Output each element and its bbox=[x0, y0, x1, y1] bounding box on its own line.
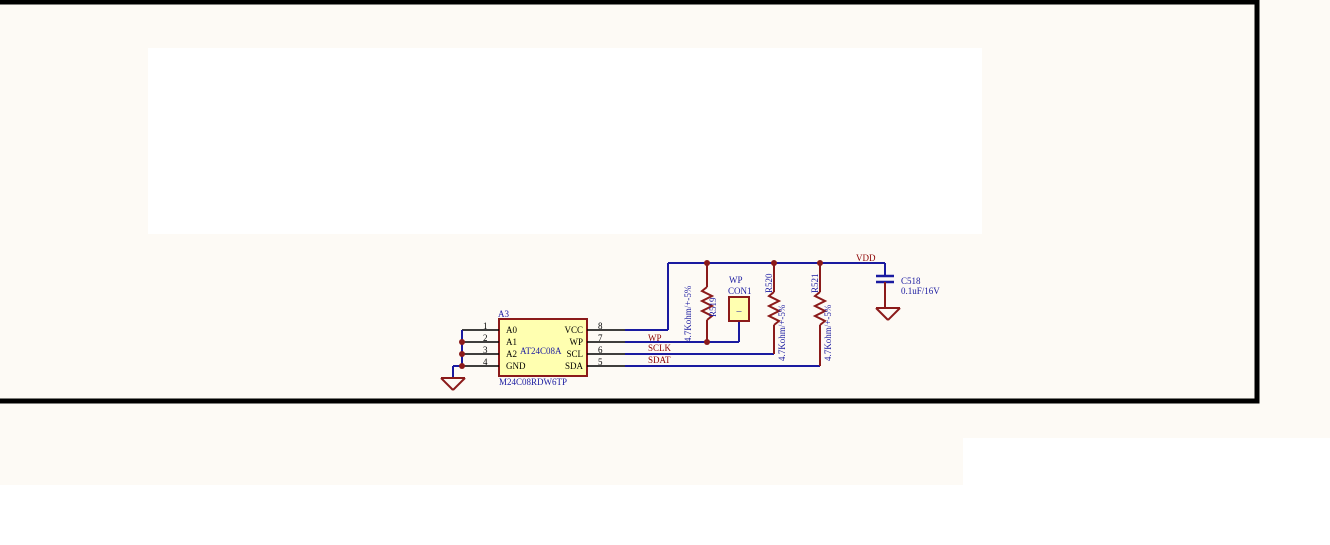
connector-designator: CON1 bbox=[728, 286, 752, 296]
ic-designator: A3 bbox=[498, 309, 509, 319]
pin-name: VCC bbox=[564, 325, 583, 335]
pin-name: SDA bbox=[565, 361, 584, 371]
resistor-value: 4.7Kohm/+-5% bbox=[823, 304, 833, 361]
resistor-r520[interactable]: R520 4.7Kohm/+-5% bbox=[764, 263, 787, 361]
ground-symbol bbox=[875, 307, 901, 321]
sheet-frame bbox=[0, 0, 1260, 404]
pin-name: A1 bbox=[506, 337, 517, 347]
ic-a3[interactable]: A3 AT24C08A M24C08RDW6TP 1 2 3 4 A0 A1 A… bbox=[462, 309, 625, 387]
connector-pin-symbol: – bbox=[736, 306, 743, 317]
ic-value: AT24C08A bbox=[520, 346, 562, 356]
capacitor-value: 0.1uF/16V bbox=[901, 286, 940, 296]
pin-number: 2 bbox=[483, 333, 488, 343]
ic-part-number: M24C08RDW6TP bbox=[499, 377, 567, 387]
pin-number: 8 bbox=[598, 321, 603, 331]
junction-dot bbox=[459, 351, 465, 357]
pin-name: GND bbox=[506, 361, 526, 371]
ic-body bbox=[498, 318, 588, 377]
pin-number: 1 bbox=[483, 321, 488, 331]
pin-number: 3 bbox=[483, 345, 488, 355]
connector-body bbox=[728, 296, 750, 322]
pin-number: 5 bbox=[598, 357, 603, 367]
pin-name: SCL bbox=[566, 349, 583, 359]
resistor-value: 4.7Kohm/+-5% bbox=[777, 304, 787, 361]
blank-area-bottom bbox=[0, 485, 963, 540]
capacitor-designator: C518 bbox=[901, 276, 921, 286]
pin-name: A0 bbox=[506, 325, 517, 335]
resistor-designator: R521 bbox=[810, 273, 820, 293]
connector-con1[interactable]: – WP CON1 bbox=[728, 275, 752, 322]
junction-dot bbox=[459, 339, 465, 345]
resistor-value: 4.7Kohm/+-5% bbox=[683, 285, 693, 342]
blank-area-top bbox=[148, 48, 982, 234]
net-label-sclk: SCLK bbox=[648, 343, 672, 353]
connector-label: WP bbox=[729, 275, 743, 285]
pin-number: 7 bbox=[598, 333, 603, 343]
resistor-r519[interactable]: R519 4.7Kohm/+-5% bbox=[683, 263, 718, 342]
resistor-r521[interactable]: R521 4.7Kohm/+-5% bbox=[810, 263, 833, 366]
net-label-wp: WP bbox=[648, 333, 662, 343]
ground-symbol bbox=[440, 377, 466, 391]
resistor-designator: R519 bbox=[708, 297, 718, 317]
pin-number: 6 bbox=[598, 345, 603, 355]
capacitor-c518[interactable]: C518 0.1uF/16V bbox=[876, 263, 940, 308]
net-label-sdat: SDAT bbox=[648, 355, 671, 365]
junction-dot bbox=[459, 363, 465, 369]
net-label-vdd: VDD bbox=[856, 253, 876, 263]
pin-name: WP bbox=[570, 337, 584, 347]
pin-name: A2 bbox=[506, 349, 517, 359]
resistor-designator: R520 bbox=[764, 273, 774, 293]
blank-area-bottom-right bbox=[963, 438, 1330, 540]
pin-number: 4 bbox=[483, 357, 488, 367]
